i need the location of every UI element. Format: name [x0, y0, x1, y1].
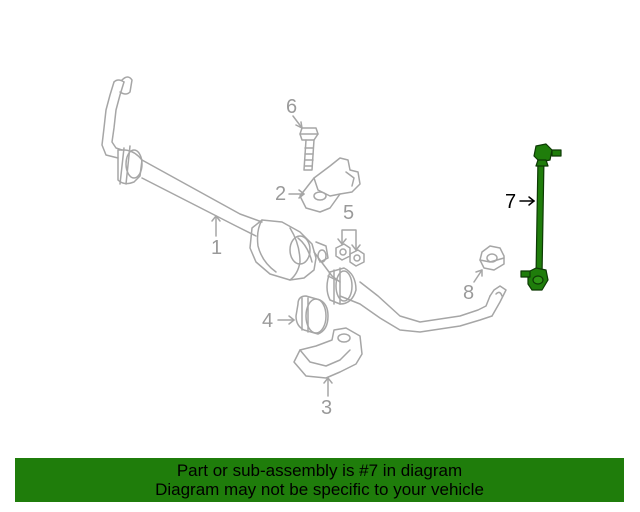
- callout-2: 2: [275, 183, 287, 205]
- bushing[interactable]: [295, 295, 329, 335]
- callout-6: 6: [286, 96, 298, 118]
- callout-7: 7: [505, 191, 517, 213]
- stabilizer-link[interactable]: [520, 143, 562, 291]
- lower-bracket[interactable]: [293, 327, 363, 379]
- parts-diagram: [101, 76, 562, 397]
- callout-8: 8: [463, 282, 475, 304]
- callout-3: 3: [321, 397, 333, 419]
- right-bar-bushing: [326, 267, 357, 305]
- leader-lines: [211, 115, 483, 397]
- center-bushing: [249, 219, 341, 283]
- left-bar-bushing: [117, 145, 143, 185]
- info-banner: Part or sub-assembly is #7 in diagram Di…: [15, 458, 624, 502]
- callout-4: 4: [262, 310, 274, 332]
- callout-5: 5: [343, 202, 355, 224]
- stabilizer-bar[interactable]: [101, 76, 507, 333]
- callout-1: 1: [211, 237, 223, 259]
- nuts-pair[interactable]: [335, 243, 365, 267]
- bolt[interactable]: [299, 127, 319, 171]
- upper-bracket[interactable]: [299, 157, 361, 213]
- callout-7-arrow: [519, 196, 536, 206]
- banner-line-1: Part or sub-assembly is #7 in diagram: [176, 461, 463, 480]
- banner-line-2: Diagram may not be specific to your vehi…: [155, 480, 484, 499]
- nut[interactable]: [479, 245, 505, 271]
